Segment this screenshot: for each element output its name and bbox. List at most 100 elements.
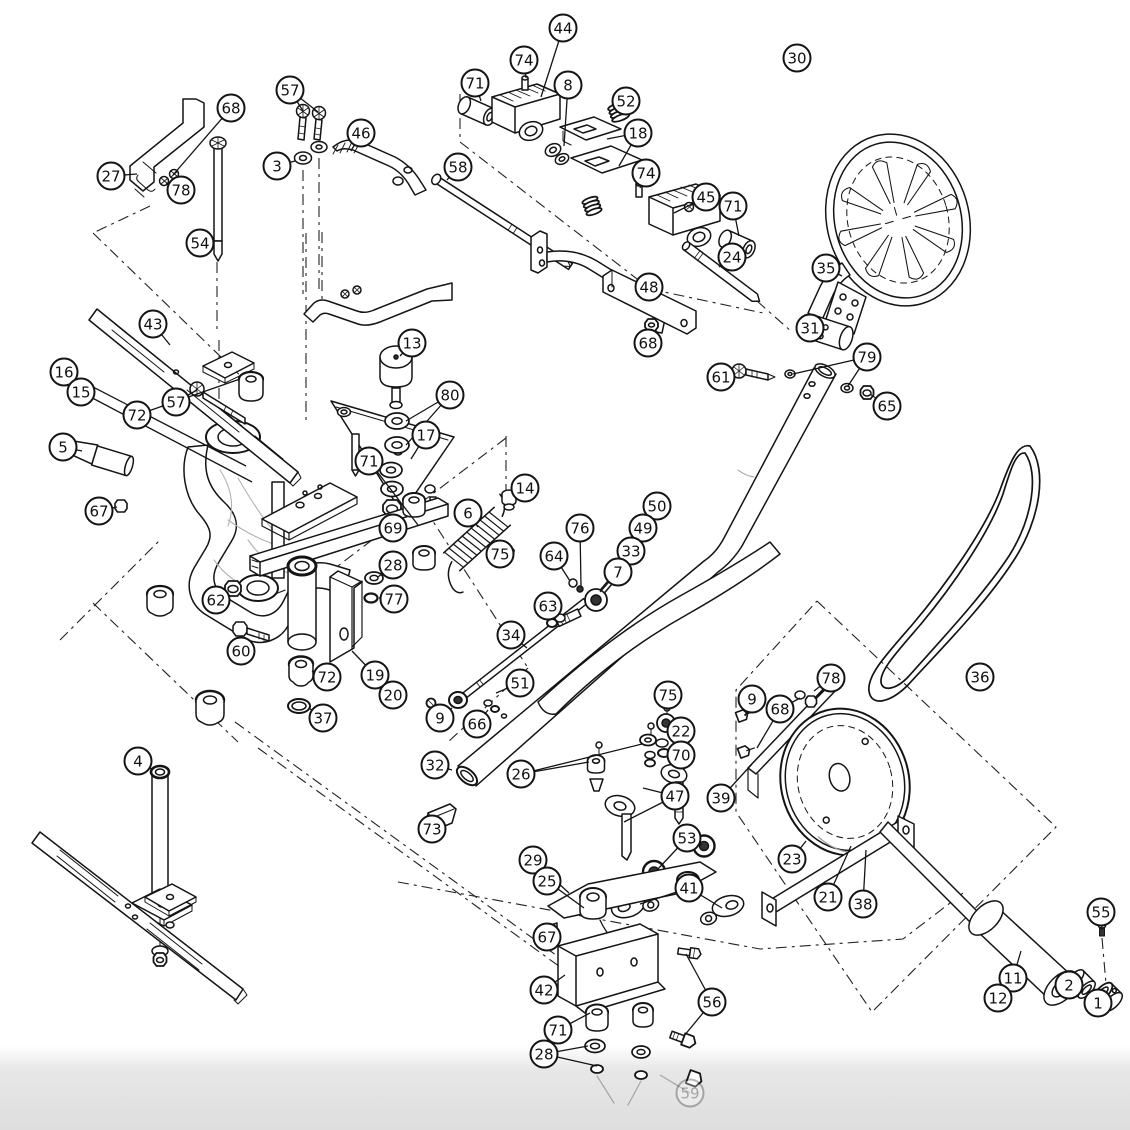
svg-text:62: 62 — [206, 592, 225, 610]
callout-49: 49 — [628, 513, 658, 543]
callout-58: 58 — [443, 152, 473, 182]
callout-79: 79 — [852, 342, 882, 372]
callout-13: 13 — [397, 328, 427, 358]
callout-35: 35 — [811, 253, 841, 283]
callout-68: 68 — [216, 93, 246, 123]
part-bolt-61 — [731, 363, 875, 400]
leader-line-26 — [520, 743, 643, 775]
callout-74: 74 — [631, 158, 661, 188]
callout-63: 63 — [533, 591, 563, 621]
callout-1: 1 — [1083, 988, 1113, 1018]
svg-text:59: 59 — [680, 1085, 699, 1103]
parts — [31, 75, 1124, 1106]
svg-text:57: 57 — [166, 394, 185, 412]
svg-text:45: 45 — [696, 189, 715, 207]
svg-text:38: 38 — [853, 896, 872, 914]
callout-71: 71 — [543, 1015, 573, 1045]
callout-11: 11 — [998, 963, 1028, 993]
part-bar-21-38 — [761, 815, 915, 927]
callout-61: 61 — [706, 362, 736, 392]
callout-50: 50 — [642, 491, 672, 521]
svg-text:39: 39 — [711, 790, 730, 808]
svg-text:28: 28 — [383, 557, 402, 575]
part-rod-54 — [209, 136, 227, 262]
callout-30: 30 — [782, 43, 812, 73]
svg-text:19: 19 — [365, 667, 384, 685]
callout-71: 71 — [718, 191, 748, 221]
svg-text:12: 12 — [988, 990, 1007, 1008]
svg-text:69: 69 — [383, 520, 402, 538]
callout-72: 72 — [312, 662, 342, 692]
svg-text:56: 56 — [702, 994, 721, 1012]
part-blade — [537, 541, 781, 715]
callout-6: 6 — [453, 498, 483, 528]
callout-47: 47 — [660, 781, 690, 811]
svg-text:48: 48 — [639, 279, 658, 297]
callout-14: 14 — [510, 473, 540, 503]
leader-line-59 — [659, 1074, 691, 1094]
callout-53: 53 — [672, 823, 702, 853]
part-spring-6 — [442, 489, 517, 594]
svg-text:72: 72 — [317, 669, 336, 687]
part-housing-44 — [457, 75, 570, 166]
svg-text:15: 15 — [71, 384, 90, 402]
callout-19: 19 — [360, 660, 390, 690]
svg-text:33: 33 — [621, 543, 640, 561]
svg-text:47: 47 — [665, 788, 684, 806]
callout-25: 25 — [532, 866, 562, 896]
callout-66: 66 — [462, 709, 492, 739]
callout-26: 26 — [506, 759, 536, 789]
svg-text:9: 9 — [435, 710, 445, 728]
callout-17: 17 — [411, 420, 441, 450]
callout-33: 33 — [616, 536, 646, 566]
svg-text:74: 74 — [636, 165, 655, 183]
svg-text:3: 3 — [272, 158, 282, 176]
callout-57: 57 — [275, 75, 305, 105]
part-bar-43-lower — [31, 831, 248, 1005]
svg-text:68: 68 — [638, 335, 657, 353]
svg-text:27: 27 — [101, 168, 120, 186]
svg-text:57: 57 — [280, 82, 299, 100]
callout-23: 23 — [777, 844, 807, 874]
callout-27: 27 — [96, 161, 126, 191]
svg-text:75: 75 — [658, 687, 677, 705]
callout-22: 22 — [666, 716, 696, 746]
leader-line-68 — [172, 107, 232, 176]
svg-text:17: 17 — [416, 427, 435, 445]
svg-text:63: 63 — [538, 598, 557, 616]
svg-text:9: 9 — [747, 691, 757, 709]
svg-text:54: 54 — [190, 235, 209, 253]
callout-77: 77 — [379, 584, 409, 614]
part-bar-43-upper — [88, 308, 302, 487]
svg-text:53: 53 — [677, 830, 696, 848]
svg-text:26: 26 — [511, 766, 530, 784]
callout-2: 2 — [1054, 970, 1084, 1000]
callout-42: 42 — [529, 975, 559, 1005]
callout-70: 70 — [666, 740, 696, 770]
callout-37: 37 — [308, 703, 338, 733]
callout-24: 24 — [717, 242, 747, 272]
callout-4: 4 — [123, 746, 153, 776]
callout-68: 68 — [765, 694, 795, 724]
callout-74: 74 — [509, 45, 539, 75]
svg-text:24: 24 — [722, 249, 741, 267]
svg-text:49: 49 — [633, 520, 652, 538]
svg-text:76: 76 — [570, 520, 589, 538]
svg-text:16: 16 — [54, 364, 73, 382]
svg-text:44: 44 — [553, 20, 572, 38]
callout-34: 34 — [496, 620, 526, 650]
callout-68: 68 — [633, 328, 663, 358]
callout-51: 51 — [505, 668, 535, 698]
callout-12: 12 — [983, 983, 1013, 1013]
callout-80: 80 — [435, 380, 465, 410]
callout-29: 29 — [518, 845, 548, 875]
callout-48: 48 — [634, 272, 664, 302]
svg-text:31: 31 — [800, 320, 819, 338]
callout-46: 46 — [346, 118, 376, 148]
svg-text:36: 36 — [970, 669, 989, 687]
callout-21: 21 — [813, 882, 843, 912]
callout-18: 18 — [623, 118, 653, 148]
svg-text:18: 18 — [628, 125, 647, 143]
